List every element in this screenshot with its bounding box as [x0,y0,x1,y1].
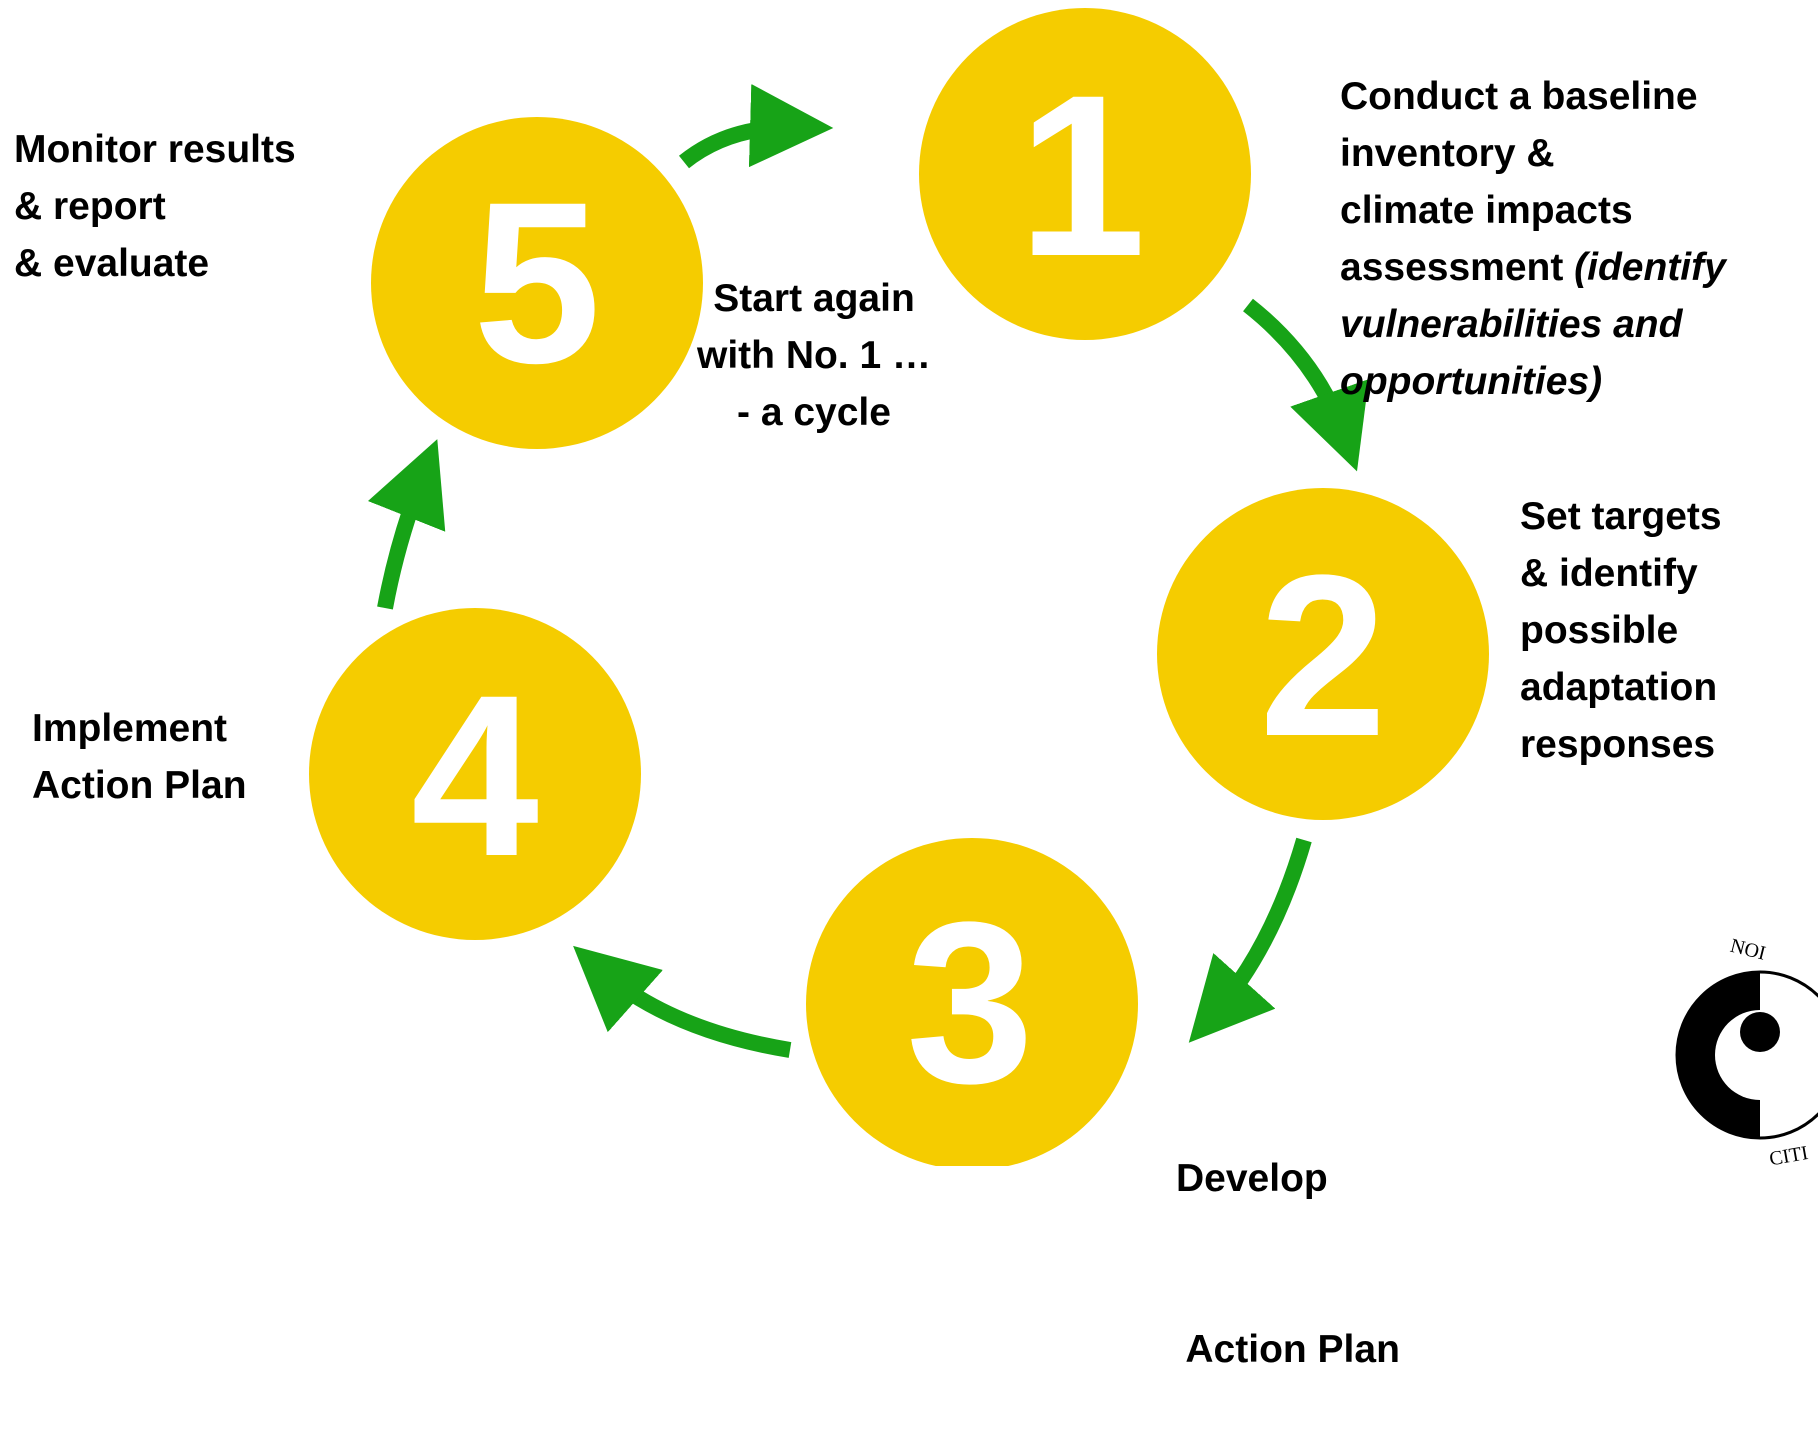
logo-text-top: NOI [1728,935,1768,965]
step-4-number: 4 [411,647,539,904]
step-1-label: Conduct a baseline inventory & climate i… [1340,75,1726,403]
step-1-circle [919,8,1251,340]
step-3-number: 3 [906,874,1034,1131]
arrow-4-to-5 [367,439,446,610]
step-4-label: Implement Action Plan [32,707,247,807]
arrow-3-to-4 [573,945,792,1058]
cycle-diagram: 1 2 3 4 5 NOI CITI [309,8,1818,1166]
arrow-5-to-1 [678,84,834,169]
step-5-number: 5 [473,154,601,411]
step-3-label: Develop Action Plan [1176,1157,1400,1371]
step-4-circle [309,608,641,940]
step-5-circle [371,117,703,449]
arrow-2-to-3 [1188,837,1312,1043]
step-1-number: 1 [1018,47,1146,304]
step-3-circle [806,838,1138,1166]
step-5-label: Monitor results & report & evaluate [14,128,296,285]
step-2-number: 2 [1259,527,1387,784]
logo-text-bottom: CITI [1768,1142,1810,1166]
step-2-label: Set targets & identify possible adaptati… [1520,495,1722,766]
center-note: Start again with No. 1 … - a cycle [697,277,931,434]
emblem-logo: NOI CITI [1675,935,1818,1166]
step-2-circle [1157,488,1489,820]
arrow-1-to-2 [1243,298,1369,472]
